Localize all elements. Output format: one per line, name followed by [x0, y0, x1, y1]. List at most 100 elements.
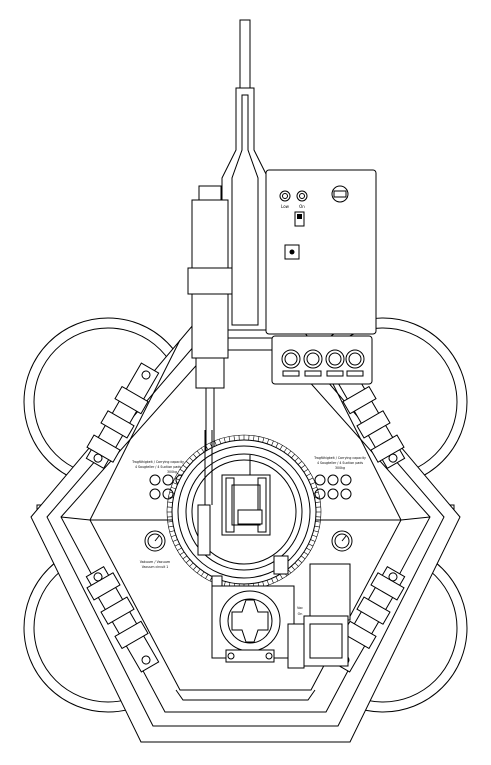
push-button-icon[interactable] — [284, 244, 300, 260]
arm-lower-left — [85, 566, 160, 673]
gear-tooth — [205, 445, 209, 450]
gear-tooth — [177, 547, 182, 551]
gear-tooth — [177, 473, 182, 477]
gear-tooth — [228, 436, 231, 442]
right-capacity-line2: 4 Saugteller / 4 Suction pads — [317, 461, 363, 465]
right-capacity-line1: Tragfähigkeit / Carrying capacity — [313, 456, 366, 460]
indicator-low-label: Low — [281, 204, 290, 209]
gear-tooth — [294, 457, 299, 462]
gear-tooth — [253, 435, 255, 441]
gear-tooth — [287, 450, 292, 456]
right-capacity-line3: 300kg — [335, 466, 345, 470]
gear-tooth — [297, 559, 303, 563]
rocker-switch-icon[interactable] — [294, 211, 305, 227]
gear-tooth — [310, 482, 316, 485]
gear-tooth — [313, 491, 319, 494]
gear-tooth — [308, 543, 314, 547]
gear-tooth — [271, 440, 274, 446]
left-capacity-line1: Tragfähigkeit / Carrying capacity — [131, 460, 184, 464]
arm-upper-left — [85, 362, 160, 469]
gear-tooth — [170, 534, 176, 538]
vertical-cylinder — [187, 185, 233, 500]
gear-tooth — [303, 468, 309, 473]
gear-tooth — [168, 496, 174, 499]
gear-tooth — [275, 576, 279, 582]
gear-tooth — [291, 565, 295, 571]
lower-button-panel — [271, 335, 373, 385]
gear-tooth — [167, 501, 173, 503]
gear-tooth — [306, 473, 311, 477]
gear-tooth — [262, 437, 265, 443]
gear-tooth — [182, 464, 188, 469]
central-mechanism — [197, 430, 289, 597]
gear-tooth — [315, 521, 321, 523]
gear-tooth — [223, 437, 226, 443]
gear-tooth — [167, 521, 173, 523]
gear-tooth — [312, 534, 318, 538]
bottom-tray — [175, 689, 316, 701]
pump-tag-line2: On — [298, 612, 303, 616]
gear-tooth — [196, 568, 201, 574]
gear-tooth — [300, 464, 306, 469]
gear-tooth — [193, 453, 197, 459]
gear-tooth — [275, 442, 279, 448]
motor-block — [287, 563, 351, 669]
vacuum-gauge-icon — [144, 530, 166, 552]
pump-unit — [211, 585, 295, 663]
gear-tooth — [297, 461, 303, 465]
gear-tooth — [168, 525, 174, 528]
gear-tooth — [205, 574, 209, 579]
gear-tooth — [266, 580, 270, 586]
gear-tooth — [196, 450, 201, 456]
control-box: Low On — [265, 169, 377, 335]
gear-tooth — [200, 447, 205, 453]
gear-tooth — [279, 574, 283, 579]
panel-button-3[interactable] — [325, 349, 345, 377]
arm-upper-right — [331, 362, 406, 469]
pump-tag-line1: Vac — [297, 606, 303, 610]
gear-tooth — [185, 461, 191, 465]
gear-tooth — [179, 551, 185, 556]
gear-tooth — [185, 559, 191, 563]
panel-button-4[interactable] — [345, 349, 365, 377]
key-switch-icon[interactable] — [331, 185, 349, 203]
gear-tooth — [218, 438, 222, 444]
gear-tooth — [193, 565, 197, 571]
gear-tooth — [306, 547, 311, 551]
gear-tooth — [315, 501, 321, 503]
gear-tooth — [172, 482, 178, 485]
panel-button-1[interactable] — [281, 349, 301, 377]
gear-tooth — [300, 555, 306, 560]
gear-tooth — [257, 436, 260, 442]
left-gauge-label-line2: Vacuum circuit 1 — [142, 565, 169, 569]
gear-tooth — [172, 539, 178, 542]
gear-tooth — [214, 440, 217, 446]
gear-tooth — [313, 530, 319, 533]
gear-tooth — [169, 491, 175, 494]
gear-tooth — [310, 539, 316, 542]
gear-tooth — [279, 445, 283, 450]
gear-tooth — [308, 477, 314, 481]
indicator-on-label: On — [299, 204, 305, 209]
left-capacity-line2: 4 Saugteller / 4 Suction pads — [135, 465, 181, 469]
gear-tooth — [314, 496, 320, 499]
gear-tooth — [312, 486, 318, 490]
right-plate: Tragfähigkeit / Carrying capacity 4 Saug… — [313, 456, 366, 552]
gear-tooth — [200, 571, 205, 577]
gear-tooth — [179, 468, 185, 473]
gear-tooth — [314, 525, 320, 528]
gear-tooth — [294, 562, 299, 567]
gear-tooth — [266, 438, 270, 444]
gear-tooth — [182, 555, 188, 560]
right-connector-cluster — [314, 474, 352, 500]
gear-tooth — [170, 486, 176, 490]
indicator-lamp-low — [279, 190, 291, 202]
gear-tooth — [189, 562, 194, 567]
gear-tooth — [169, 530, 175, 533]
gear-tooth — [233, 435, 235, 441]
gear-tooth — [303, 551, 309, 556]
gear-tooth — [271, 578, 274, 584]
left-gauge-label-line1: Vakuum / Vacuum — [140, 560, 171, 564]
panel-button-2[interactable] — [303, 349, 323, 377]
